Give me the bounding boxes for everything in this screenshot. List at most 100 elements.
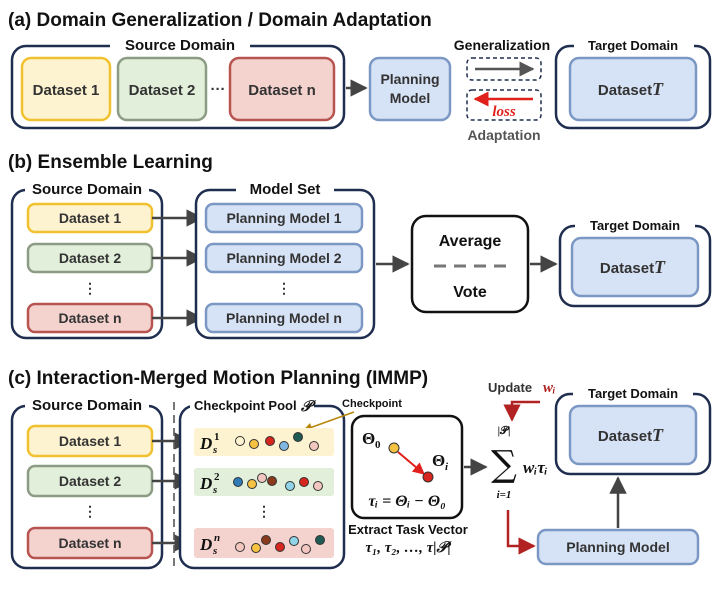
- panel-a-adaptation-label: Adaptation: [467, 127, 540, 143]
- panel-c-sum-term: wᵢτᵢ: [523, 458, 548, 477]
- panel-c-pool-row-2-sub: s: [212, 484, 217, 496]
- checkpoint-dot: [313, 481, 323, 491]
- panel-c-target-label-bg: [573, 384, 693, 402]
- panel-c-sum-bottom: i=1: [497, 489, 512, 501]
- panel-c-pool-row-1-sub: s: [212, 444, 217, 456]
- panel-a-ellipsis: ···: [211, 81, 226, 98]
- panel-c-task-vector-box: [350, 414, 464, 520]
- panel-c-pool-row-2-base: D: [199, 474, 212, 493]
- checkpoint-dot: [299, 477, 309, 487]
- panel-b-target-symbol: T: [654, 257, 666, 277]
- panel-c-pool-row-n-sub: s: [212, 545, 217, 557]
- checkpoint-dot: [285, 481, 295, 491]
- panel-a-planning-model: [368, 56, 452, 122]
- checkpoint-dot: [265, 436, 275, 446]
- panel-b-model-n-label: Planning Model n: [226, 310, 342, 326]
- panel-a-model-line2: Model: [390, 90, 430, 106]
- checkpoint-dot: [249, 439, 259, 449]
- panel-c-thetai-dot: [422, 471, 434, 483]
- panel-c-thetai: Θ: [432, 451, 445, 470]
- panel-c-task-vector-list: τ₁, τ₂, …, τ|𝒫|: [365, 540, 451, 556]
- panel-b-model-2-label: Planning Model 2: [226, 250, 341, 266]
- checkpoint-dot: [301, 544, 311, 554]
- panel-c-arrow-to-model: [506, 510, 536, 555]
- panel-b-dataset-ellipsis: ⋮: [83, 280, 97, 296]
- checkpoint-dot: [315, 535, 325, 545]
- panel-c-dataset-n-label: Dataset n: [58, 535, 121, 551]
- panel-c-pool-row-1-sup: 1: [214, 431, 220, 443]
- panel-c-dataset-ellipsis: ⋮: [83, 503, 97, 519]
- panel-c-thetai-sub: i: [445, 461, 449, 473]
- panel-c-sum-sign: ∑: [491, 444, 517, 485]
- panel-c-update-symbol: wᵢ: [543, 380, 556, 396]
- panel-a-target-label: Target Domain: [588, 38, 678, 53]
- panel-c-dataset-1-label: Dataset 1: [59, 433, 121, 449]
- panel-b-model-set-label: Model Set: [250, 181, 321, 198]
- panel-c-update-arrow: [503, 400, 540, 422]
- panel-a-dataset-2-label: Dataset 2: [129, 82, 196, 99]
- panel-a-target-label-bg: [574, 36, 694, 54]
- panel-b-model-2: [204, 242, 364, 274]
- panel-c-pool-ellipsis: ⋮: [257, 503, 271, 519]
- panel-c-theta0-sub: 0: [375, 439, 381, 451]
- panel-c-pool-label-bg: [190, 398, 314, 414]
- panel-c-checkpoint-pointer: [303, 411, 355, 432]
- panel-a-dataset-n: [228, 56, 336, 122]
- panel-c-checkpoint-label: Checkpoint: [342, 398, 402, 410]
- panel-b-source-label-bg: [25, 180, 149, 198]
- panel-a-dataset-2: [116, 56, 208, 122]
- panel-b-target-dataset: [570, 236, 700, 298]
- panel-a-target-dataset-label: Dataset: [598, 82, 652, 99]
- panel-b-model-n: [204, 302, 364, 334]
- checkpoint-dot: [233, 477, 243, 487]
- checkpoint-dot: [251, 543, 261, 553]
- panel-c-extract-label: Extract Task Vector: [348, 522, 468, 537]
- panel-a-dataset-1: [20, 56, 112, 122]
- checkpoint-dot: [247, 479, 257, 489]
- panel-c-planning-model-label: Planning Model: [566, 539, 669, 555]
- panel-b-target-label: Target Domain: [590, 218, 680, 233]
- panel-c-target-dataset: [568, 404, 698, 466]
- panel-b-dataset-n-label: Dataset n: [58, 310, 121, 326]
- panel-a-source-label-bg: [110, 36, 250, 54]
- panel-c-sum-top: |𝒫|: [498, 424, 511, 437]
- panel-b-model-set-label-bg: [236, 180, 334, 198]
- panel-c-pool-row-n-base: D: [199, 535, 212, 554]
- panel-b-dataset-2-label: Dataset 2: [59, 250, 121, 266]
- panel-c-pool-row-n-checkpoints: [235, 535, 325, 554]
- panel-c-pool-row-1-checkpoints: [235, 432, 319, 451]
- panel-c-target-label: Target Domain: [588, 386, 678, 401]
- panel-c-pool-label: Checkpoint Pool: [194, 398, 297, 413]
- panel-c-theta0-dot: [388, 442, 400, 454]
- panel-c-target-dataset-label: Dataset: [598, 428, 652, 445]
- panel-a-generalization-label: Generalization: [454, 37, 550, 53]
- panel-c-dataset-2-label: Dataset 2: [59, 473, 121, 489]
- panel-b-model-ellipsis: ⋮: [277, 280, 291, 296]
- checkpoint-dot: [293, 432, 303, 442]
- checkpoint-dot: [309, 441, 319, 451]
- checkpoint-dot: [257, 473, 267, 483]
- panel-c-theta0: Θ: [362, 429, 375, 448]
- checkpoint-dot: [289, 536, 299, 546]
- panel-b-model-1: [204, 202, 364, 234]
- panel-c-planning-model: [536, 528, 700, 566]
- checkpoint-dot: [261, 535, 271, 545]
- panel-c-source-label: Source Domain: [32, 397, 142, 414]
- panel-c-pool-row-2-sup: 2: [214, 471, 220, 483]
- panel-c-target-symbol: T: [652, 425, 664, 445]
- panel-b-dataset-1-label: Dataset 1: [59, 210, 121, 226]
- panel-b-target-dataset-label: Dataset: [600, 260, 654, 277]
- panel-a-loss-label: loss: [492, 104, 516, 120]
- panel-a-dataset-1-label: Dataset 1: [33, 82, 100, 99]
- checkpoint-dot: [267, 476, 277, 486]
- panel-c-task-vector-arrow: [397, 451, 425, 475]
- panel-c-pool-row-2-checkpoints: [233, 473, 323, 491]
- panel-c-pool-row-n-sup: n: [214, 532, 220, 544]
- panel-b-average-label: Average: [439, 233, 502, 250]
- panel-b-aggregate-box: [410, 214, 530, 314]
- panel-b-target-label-bg: [575, 216, 695, 234]
- checkpoint-dot: [279, 441, 289, 451]
- checkpoint-dot: [235, 542, 245, 552]
- panel-c-update-label: Update: [488, 380, 532, 395]
